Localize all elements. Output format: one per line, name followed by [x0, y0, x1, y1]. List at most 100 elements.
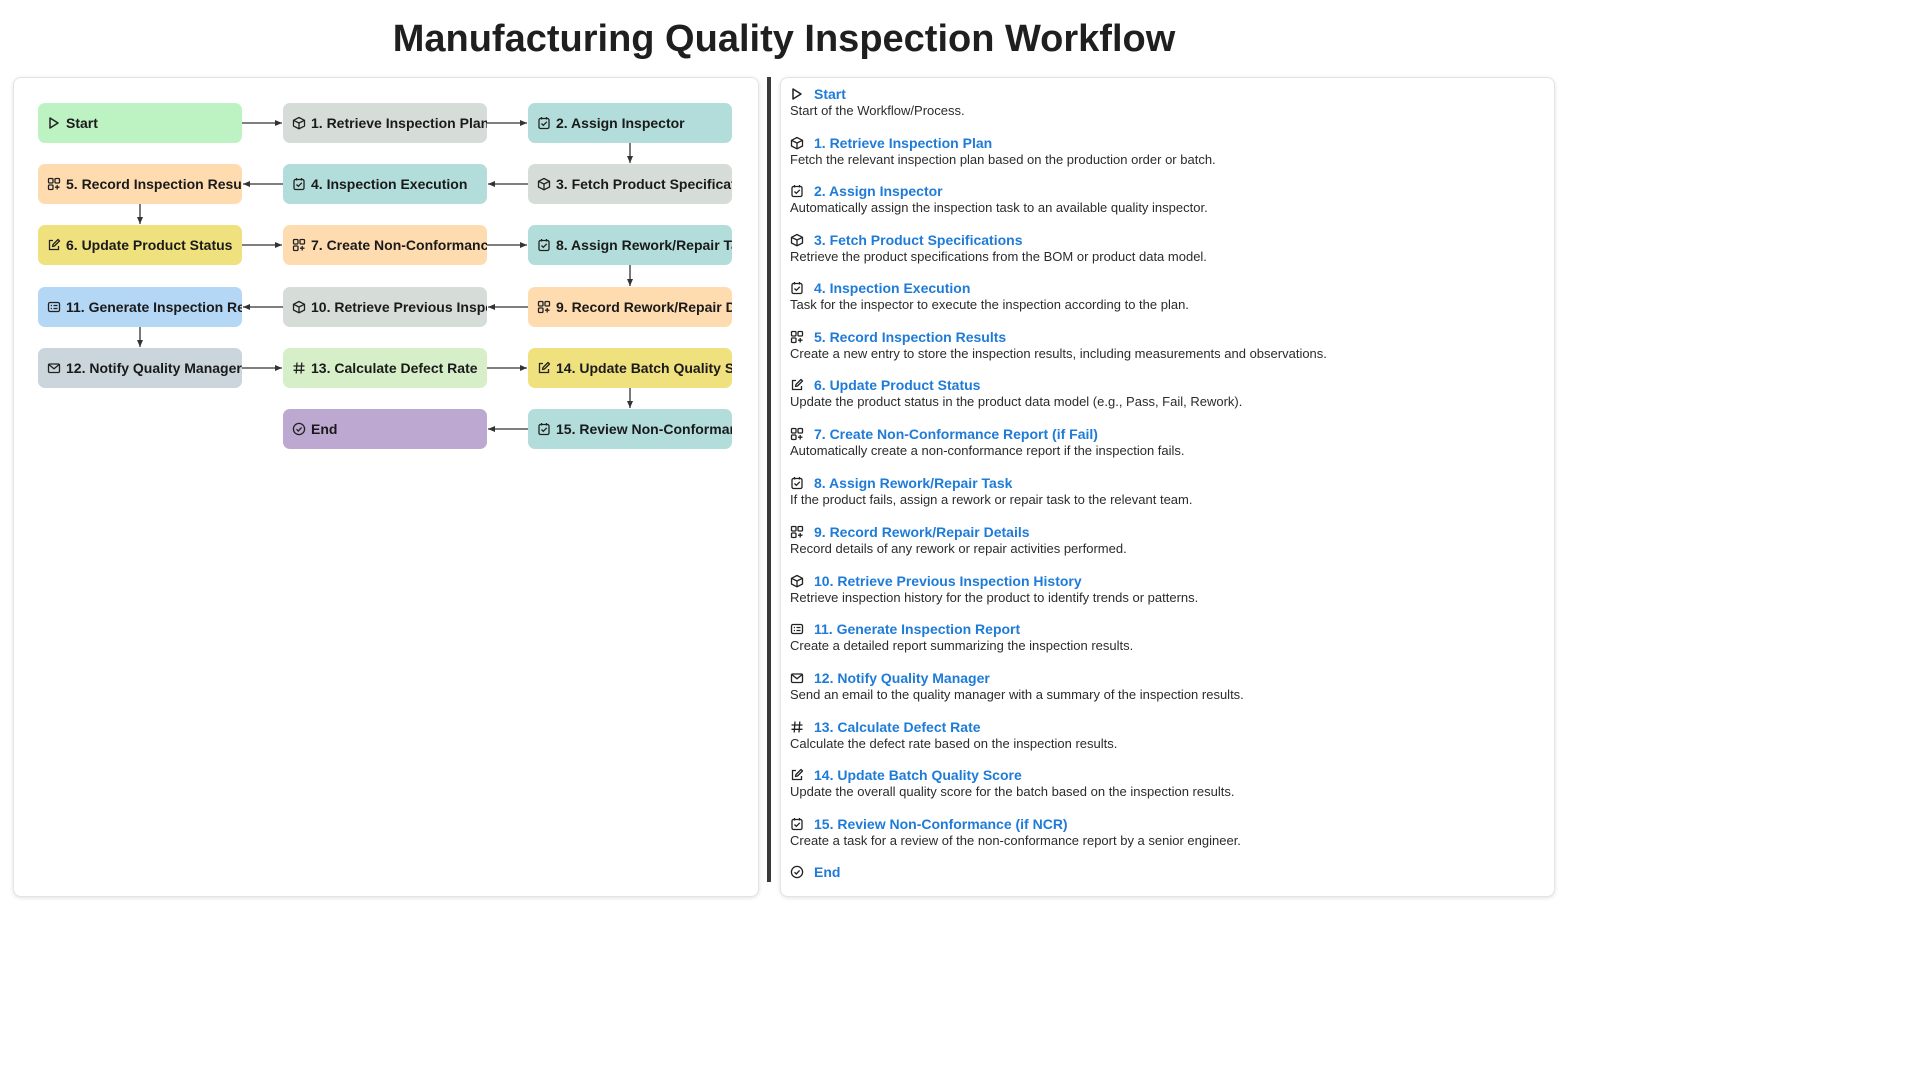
step-description: Create a detailed report summarizing the… — [790, 638, 1134, 653]
step-link-12[interactable]: 12. Notify Quality Manager — [814, 670, 990, 686]
step-item-start: Start Start of the Workflow/Process. — [790, 85, 1530, 119]
step-link-2[interactable]: 2. Assign Inspector — [814, 183, 943, 199]
node-label: 11. Generate Inspection Report — [66, 299, 242, 315]
step-item-5: 5. Record Inspection Results Create a ne… — [790, 328, 1530, 362]
steps-panel — [780, 77, 1555, 897]
step-item-12: 12. Notify Quality Manager Send an email… — [790, 669, 1530, 703]
cube-icon — [790, 233, 804, 247]
task-icon — [790, 817, 804, 831]
step-description: Record details of any rework or repair a… — [790, 541, 1127, 556]
step-item-4: 4. Inspection Execution Task for the ins… — [790, 279, 1530, 313]
node-label: 6. Update Product Status — [66, 237, 233, 253]
node-4-inspection-execution[interactable]: 4. Inspection Execution — [283, 164, 487, 204]
panel-splitter[interactable] — [767, 77, 771, 882]
step-item-3: 3. Fetch Product Specifications Retrieve… — [790, 231, 1530, 265]
node-label: 9. Record Rework/Repair Details — [556, 299, 732, 315]
form-icon — [292, 238, 306, 252]
node-start[interactable]: Start — [38, 103, 242, 143]
step-link-7[interactable]: 7. Create Non-Conformance Report (if Fai… — [814, 426, 1098, 442]
step-item-1: 1. Retrieve Inspection Plan Fetch the re… — [790, 134, 1530, 168]
node-9-record-rework-repair-details[interactable]: 9. Record Rework/Repair Details — [528, 287, 732, 327]
node-10-retrieve-previous-inspection-history[interactable]: 10. Retrieve Previous Inspection History — [283, 287, 487, 327]
step-description: Update the product status in the product… — [790, 394, 1243, 409]
step-item-8: 8. Assign Rework/Repair Task If the prod… — [790, 474, 1530, 508]
cube-icon — [292, 300, 306, 314]
step-link-3[interactable]: 3. Fetch Product Specifications — [814, 232, 1023, 248]
task-icon — [790, 184, 804, 198]
step-item-14: 14. Update Batch Quality Score Update th… — [790, 766, 1530, 800]
task-icon — [292, 177, 306, 191]
step-link-start[interactable]: Start — [814, 86, 846, 102]
node-13-calculate-defect-rate[interactable]: 13. Calculate Defect Rate — [283, 348, 487, 388]
step-description: Create a new entry to store the inspecti… — [790, 346, 1327, 361]
form-icon — [790, 525, 804, 539]
node-label: 10. Retrieve Previous Inspection History — [311, 299, 487, 315]
report-icon — [790, 622, 804, 636]
task-icon — [790, 476, 804, 490]
node-8-assign-rework-repair-task[interactable]: 8. Assign Rework/Repair Task — [528, 225, 732, 265]
task-icon — [537, 422, 551, 436]
node-11-generate-inspection-report[interactable]: 11. Generate Inspection Report — [38, 287, 242, 327]
check-circle-icon — [790, 865, 804, 879]
node-label: 12. Notify Quality Manager — [66, 360, 242, 376]
node-end[interactable]: End — [283, 409, 487, 449]
step-item-2: 2. Assign Inspector Automatically assign… — [790, 182, 1530, 216]
edit-icon — [790, 378, 804, 392]
hash-icon — [790, 720, 804, 734]
step-link-6[interactable]: 6. Update Product Status — [814, 377, 981, 393]
step-link-8[interactable]: 8. Assign Rework/Repair Task — [814, 475, 1013, 491]
node-label: 2. Assign Inspector — [556, 115, 685, 131]
node-label: End — [311, 421, 338, 437]
edit-icon — [537, 361, 551, 375]
node-2-assign-inspector[interactable]: 2. Assign Inspector — [528, 103, 732, 143]
step-link-end[interactable]: End — [814, 864, 841, 880]
step-description: Update the overall quality score for the… — [790, 784, 1235, 799]
step-description: Retrieve inspection history for the prod… — [790, 590, 1199, 605]
node-7-create-non-conformance-report[interactable]: 7. Create Non-Conformance Report (if Fai… — [283, 225, 487, 265]
node-3-fetch-product-specifications[interactable]: 3. Fetch Product Specifications — [528, 164, 732, 204]
step-description: Send an email to the quality manager wit… — [790, 687, 1244, 702]
step-link-14[interactable]: 14. Update Batch Quality Score — [814, 767, 1022, 783]
step-description: Start of the Workflow/Process. — [790, 103, 965, 118]
step-link-4[interactable]: 4. Inspection Execution — [814, 280, 971, 296]
step-link-15[interactable]: 15. Review Non-Conformance (if NCR) — [814, 816, 1068, 832]
step-item-6: 6. Update Product Status Update the prod… — [790, 376, 1530, 410]
diagram-panel — [13, 77, 759, 897]
step-item-13: 13. Calculate Defect Rate Calculate the … — [790, 718, 1530, 752]
node-1-retrieve-inspection-plan[interactable]: 1. Retrieve Inspection Plan — [283, 103, 487, 143]
node-6-update-product-status[interactable]: 6. Update Product Status — [38, 225, 242, 265]
step-item-7: 7. Create Non-Conformance Report (if Fai… — [790, 425, 1530, 459]
step-description: Automatically assign the inspection task… — [790, 200, 1208, 215]
step-item-11: 11. Generate Inspection Report Create a … — [790, 620, 1530, 654]
form-icon — [790, 427, 804, 441]
step-link-10[interactable]: 10. Retrieve Previous Inspection History — [814, 573, 1082, 589]
task-icon — [537, 238, 551, 252]
node-label: 13. Calculate Defect Rate — [311, 360, 478, 376]
step-link-1[interactable]: 1. Retrieve Inspection Plan — [814, 135, 993, 151]
cube-icon — [790, 574, 804, 588]
node-label: 5. Record Inspection Results — [66, 176, 242, 192]
step-link-5[interactable]: 5. Record Inspection Results — [814, 329, 1007, 345]
node-5-record-inspection-results[interactable]: 5. Record Inspection Results — [38, 164, 242, 204]
step-description: Fetch the relevant inspection plan based… — [790, 152, 1216, 167]
node-label: 14. Update Batch Quality Score — [556, 360, 732, 376]
node-15-review-non-conformance[interactable]: 15. Review Non-Conformance — [528, 409, 732, 449]
step-description: Task for the inspector to execute the in… — [790, 297, 1189, 312]
step-description: Retrieve the product specifications from… — [790, 249, 1207, 264]
step-item-9: 9. Record Rework/Repair Details Record d… — [790, 523, 1530, 557]
step-item-10: 10. Retrieve Previous Inspection History… — [790, 572, 1530, 606]
edit-icon — [47, 238, 61, 252]
step-description: Calculate the defect rate based on the i… — [790, 736, 1118, 751]
node-label: 7. Create Non-Conformance Report (if Fai… — [311, 237, 487, 253]
node-label: 8. Assign Rework/Repair Task — [556, 237, 732, 253]
step-link-11[interactable]: 11. Generate Inspection Report — [814, 621, 1021, 637]
node-12-notify-quality-manager[interactable]: 12. Notify Quality Manager — [38, 348, 242, 388]
step-description: Automatically create a non-conformance r… — [790, 443, 1185, 458]
edit-icon — [790, 768, 804, 782]
cube-icon — [537, 177, 551, 191]
step-link-9[interactable]: 9. Record Rework/Repair Details — [814, 524, 1030, 540]
task-icon — [790, 281, 804, 295]
node-14-update-batch-quality-score[interactable]: 14. Update Batch Quality Score — [528, 348, 732, 388]
step-link-13[interactable]: 13. Calculate Defect Rate — [814, 719, 981, 735]
node-label: 3. Fetch Product Specifications — [556, 176, 732, 192]
